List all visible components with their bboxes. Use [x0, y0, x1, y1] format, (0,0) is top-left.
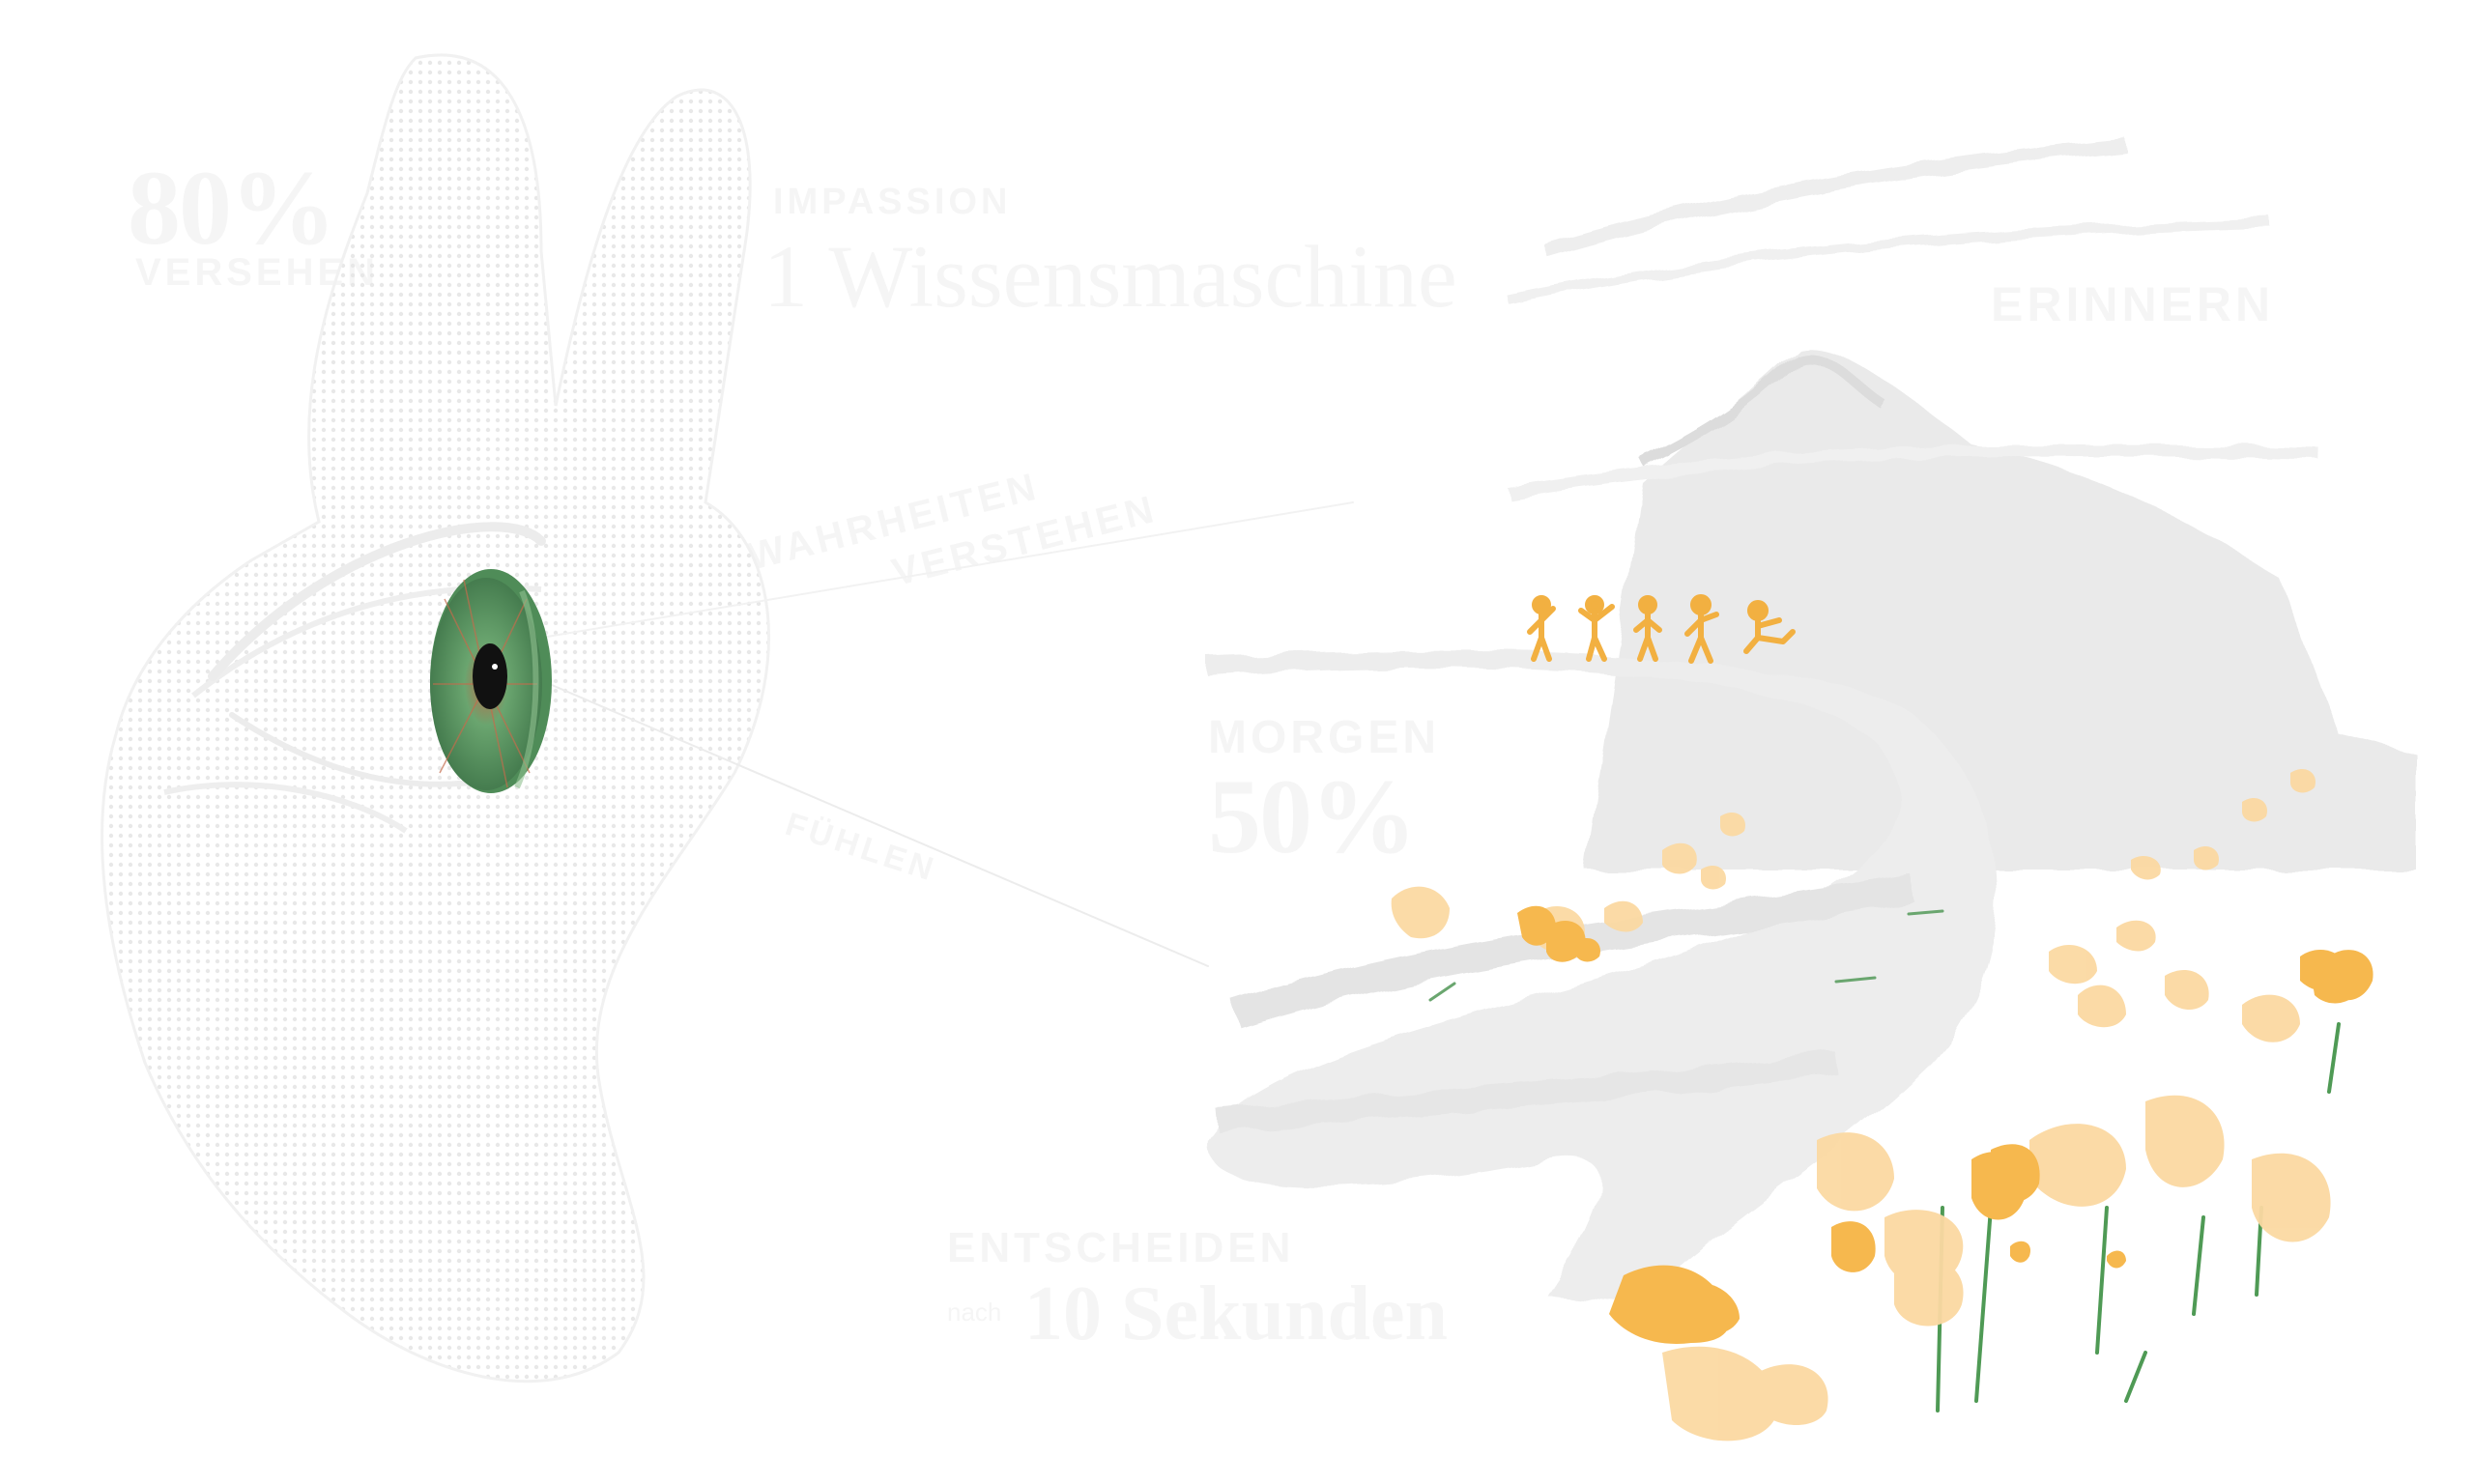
group-of-people-icon — [1527, 594, 1796, 664]
landscape-background — [1506, 138, 2416, 870]
word-10-sekunden: 10 Sekunden — [1024, 1271, 1448, 1356]
green-eye-icon — [430, 569, 552, 793]
word-nach: nach — [947, 1298, 1002, 1327]
poppy-field-icon — [1391, 768, 2373, 1441]
grass-strokes — [1428, 909, 1944, 1002]
word-impassion: IMPASSION — [773, 182, 1012, 222]
word-morgen: MORGEN — [1208, 712, 1440, 763]
stat-80-percent: 80% — [128, 149, 336, 267]
word-entscheiden: ENTSCHEIDEN — [947, 1224, 1295, 1271]
word-erinnern: ERINNERN — [1991, 277, 2275, 331]
word-wissensmaschine: 1 Wissensmaschine — [763, 227, 1457, 326]
stat-50-percent: 50% — [1208, 757, 1417, 875]
